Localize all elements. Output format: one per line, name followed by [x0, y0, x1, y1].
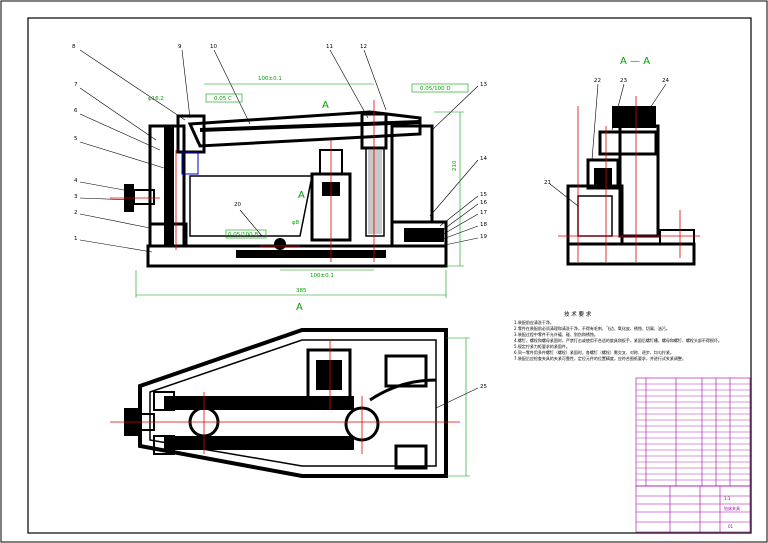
part-label-6: 6: [74, 108, 78, 114]
part-label-8: 8: [72, 44, 76, 50]
part-label-17: 17: [480, 210, 487, 216]
notes-title: 技 术 要 求: [564, 310, 592, 318]
part-label-13: 13: [480, 82, 487, 88]
part-label-15: 15: [480, 192, 487, 198]
part-label-20: 20: [234, 202, 241, 208]
leader-lines-front: [79, 49, 479, 253]
dim-phi-top: φ16.2: [148, 96, 164, 102]
part-labels-front: 8 9 10 7 6 5 4 3 2 1 11 12 13 14 15 16 1…: [72, 44, 487, 242]
part-label-25: 25: [480, 384, 487, 390]
tol-mid: 0.05/100 B: [228, 232, 258, 238]
title-block: [635, 485, 751, 533]
inner-frame: [27, 17, 752, 534]
tol-top: 0.05 C: [214, 96, 232, 102]
dim-height: 210: [452, 160, 458, 171]
section-marker-top: A: [322, 100, 329, 111]
section-title: A — A: [620, 56, 650, 67]
part-label-1: 1: [74, 236, 78, 242]
dim-length-top: 100±0.1: [258, 76, 282, 82]
parts-list-rows: [636, 383, 750, 481]
dimension-texts-front: 385 210 100±0.1 100±0.1 φ16.2 φ8 0.05 C …: [148, 76, 458, 313]
part-label-3: 3: [74, 194, 78, 200]
front-view: [110, 100, 448, 268]
tol-right: 0.05/100 D: [420, 86, 451, 92]
section-marker-mid: A: [298, 190, 305, 201]
part-label-10: 10: [210, 44, 217, 50]
note-2: 2.零件在装配前必须清理和清洗干净，不得有毛刺、飞边、氧化皮、锈蚀、切屑、油污。: [514, 325, 670, 331]
part-label-4: 4: [74, 178, 78, 184]
part-label-11: 11: [326, 44, 333, 50]
part-label-2: 2: [74, 210, 78, 216]
part-label-5: 5: [74, 136, 78, 142]
technical-notes: 技 术 要 求 1.装配前应清洗干净。 2.零件在装配前必须清理和清洗干净，不得…: [514, 310, 722, 361]
drawing-number: 01: [728, 524, 734, 529]
note-1: 1.装配前应清洗干净。: [514, 319, 554, 325]
dim-length-bottom: 100±0.1: [310, 273, 334, 279]
dim-phi-small: φ8: [292, 220, 300, 226]
note-4: 4.螺钉、螺栓和螺母紧固时，严禁打击或使用不合适的旋具和扳手，紧固后螺钉槽、螺母…: [514, 337, 722, 343]
note-6: 6.同一零件用多件螺钉（螺栓）紧固时，各螺钉（螺栓）需交叉、对称、逐步、均匀拧紧…: [514, 349, 674, 355]
top-view: [110, 328, 479, 478]
leader-lines-section: [549, 83, 667, 207]
section-marker-bottom: A: [296, 302, 303, 313]
part-label-23: 23: [620, 78, 627, 84]
note-7: 7.装配后应检查夹具的夹紧可靠性，定位元件的位置精度，应符合图纸要求，并进行试夹…: [514, 355, 686, 361]
drawing-scale: 1:1: [724, 496, 731, 501]
part-label-9: 9: [178, 44, 182, 50]
dimensions-front: [135, 83, 469, 298]
note-5: 5.规定拧紧力矩要求的紧固件。: [514, 343, 570, 349]
note-3: 3.装配过程中零件不允许磕、碰、划伤和锈蚀。: [514, 331, 598, 337]
title-name: 钻床夹具: [724, 505, 740, 511]
title-block-text: 钻床夹具 01 1:1: [724, 496, 740, 529]
dim-width: 385: [296, 288, 307, 294]
section-view: A — A: [558, 56, 700, 266]
part-label-19: 19: [480, 234, 487, 240]
part-label-14: 14: [480, 156, 487, 162]
part-label-12: 12: [360, 44, 367, 50]
part-label-24: 24: [662, 78, 669, 84]
part-label-16: 16: [480, 200, 487, 206]
part-label-18: 18: [480, 222, 487, 228]
part-label-21: 21: [544, 180, 551, 186]
part-labels-section: 22 23 24 21: [544, 78, 669, 186]
part-label-22: 22: [594, 78, 601, 84]
part-label-7: 7: [74, 82, 78, 88]
